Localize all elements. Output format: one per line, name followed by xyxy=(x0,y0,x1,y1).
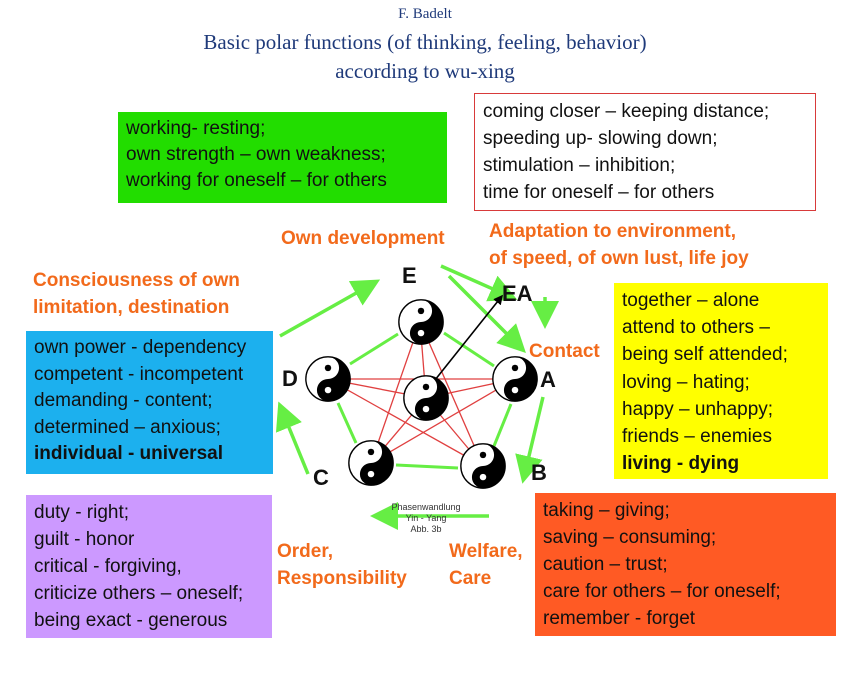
box-line: loving – hating; xyxy=(622,371,750,393)
box-line: care for others – for oneself; xyxy=(543,581,781,602)
box-line: own strength – own weakness; xyxy=(126,144,386,165)
label-own-development: Own development xyxy=(281,228,445,249)
box-line: happy – unhappy; xyxy=(622,398,774,420)
title-line-1: Basic polar functions (of thinking, feel… xyxy=(203,30,647,54)
box-line-emphasis: living - dying xyxy=(622,453,740,475)
box-line: criticize others – oneself; xyxy=(34,583,244,604)
caption-line-2: Yin - Yang xyxy=(406,513,447,523)
node-label-b: B xyxy=(531,460,547,485)
yin-yang-d-icon xyxy=(305,356,351,402)
node-label-a: A xyxy=(540,367,556,392)
box-line: guilt - honor xyxy=(34,529,135,550)
box-line: attend to others – xyxy=(622,317,770,339)
box-line: stimulation – inhibition; xyxy=(483,155,676,176)
box-line: working for oneself – for others xyxy=(126,170,387,191)
caption-line-3: Abb. 3b xyxy=(410,524,441,534)
box-line: coming closer – keeping distance; xyxy=(483,101,770,122)
box-line: saving – consuming; xyxy=(543,527,717,548)
box-line: caution – trust; xyxy=(543,554,668,575)
box-line: competent - incompetent xyxy=(34,363,244,385)
label-welfare: Welfare, Care xyxy=(449,541,523,589)
box-line-emphasis: individual - universal xyxy=(34,443,223,464)
box-line: working- resting; xyxy=(126,118,266,139)
node-label-e: E xyxy=(402,263,417,288)
box-line: speeding up- slowing down; xyxy=(483,128,718,149)
box-line: time for oneself – for others xyxy=(483,182,715,203)
box-line: being self attended; xyxy=(622,344,788,366)
yin-yang-center-icon xyxy=(403,375,449,421)
label-consciousness: Consciousness of own limitation, destina… xyxy=(33,270,240,318)
orange-box: taking – giving; saving – consuming; cau… xyxy=(535,493,836,636)
node-label-ea: EA xyxy=(502,281,533,306)
label-adaptation: Adaptation to environment, of speed, of … xyxy=(489,221,749,269)
label-contact: Contact xyxy=(529,341,600,362)
box-line: determined – anxious; xyxy=(34,416,221,438)
title-line-2: according to wu-xing xyxy=(335,59,515,83)
box-line: demanding - content; xyxy=(34,390,213,411)
green-box: working- resting; own strength – own wea… xyxy=(118,112,447,203)
box-line: remember - forget xyxy=(543,608,696,629)
yin-yang-e-icon xyxy=(398,299,444,345)
blue-box: own power - dependency competent - incom… xyxy=(26,331,273,474)
center-ea-arrow xyxy=(430,294,503,387)
white-box: coming closer – keeping distance; speedi… xyxy=(474,93,816,211)
yin-yang-c-icon xyxy=(348,440,394,486)
node-label-d: D xyxy=(282,366,298,391)
node-label-c: C xyxy=(313,465,329,490)
yin-yang-b-icon xyxy=(460,443,506,489)
purple-box: duty - right; guilt - honor critical - f… xyxy=(26,495,272,638)
box-line: being exact - generous xyxy=(34,610,228,631)
yellow-box: together – alone attend to others – bein… xyxy=(614,283,828,479)
box-line: duty - right; xyxy=(34,502,130,523)
box-line: own power - dependency xyxy=(34,337,247,358)
box-line: critical - forgiving, xyxy=(34,556,182,577)
box-line: friends – enemies xyxy=(622,426,772,448)
author-name: F. Badelt xyxy=(398,6,452,22)
box-line: together – alone xyxy=(622,290,760,311)
box-line: taking – giving; xyxy=(543,500,670,521)
caption-line-1: Phasenwandlung xyxy=(391,502,460,512)
label-order: Order, Responsibility xyxy=(277,541,407,589)
